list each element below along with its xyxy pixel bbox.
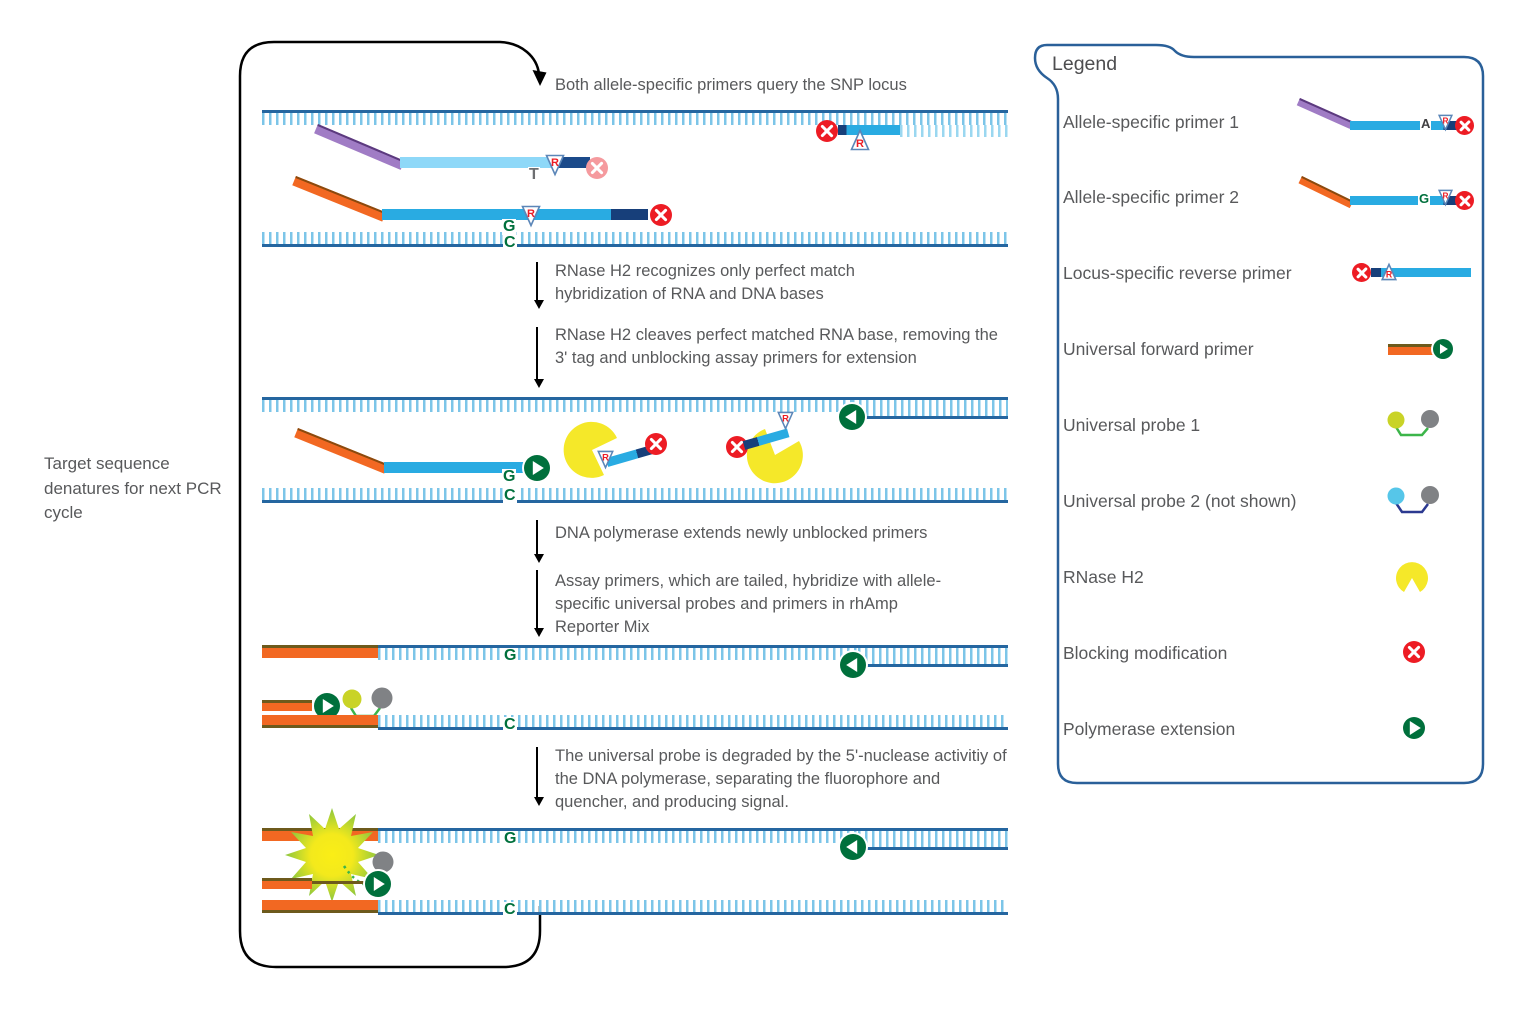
base-g: G	[1418, 191, 1431, 206]
svg-text:R: R	[856, 138, 864, 150]
rna-base-marker-icon: R	[1437, 189, 1454, 207]
step-cleave-label: RNase H2 cleaves perfect matched RNA bas…	[555, 326, 998, 368]
step-hybridize-label: Assay primers, which are tailed, hybridi…	[555, 572, 942, 637]
base-c: C	[503, 901, 517, 918]
universal-probe-1-icon	[1387, 410, 1439, 437]
blocking-modification-icon	[1403, 641, 1425, 663]
dna-strand-top	[378, 828, 858, 843]
dna-strand-bottom	[262, 232, 1008, 247]
universal-tail-extended	[262, 715, 378, 728]
legend-item-label: Universal probe 2 (not shown)	[1063, 491, 1297, 511]
polymerase-extension-icon	[1403, 717, 1425, 739]
double-strand-ladder	[858, 828, 1008, 850]
fluorescent-signal-burst-icon	[285, 808, 379, 902]
double-strand-ladder	[858, 645, 1008, 667]
base-g: G	[502, 218, 517, 235]
unblocked-primer-2	[384, 462, 524, 473]
rna-base-marker-icon: R	[521, 205, 541, 228]
polymerase-extension-icon	[839, 404, 865, 430]
dna-strand-bottom	[378, 900, 1008, 915]
double-strand-ladder	[852, 397, 1008, 419]
universal-forward-primer	[262, 700, 312, 711]
svg-text:R: R	[782, 413, 789, 423]
rnase-h2-icon	[1396, 562, 1428, 594]
legend-item-label: Polymerase extension	[1063, 719, 1236, 739]
polymerase-extension-icon	[365, 871, 391, 897]
locus-specific-reverse-primer-icon	[1371, 268, 1471, 277]
dna-strand-top	[262, 397, 852, 412]
polymerase-extension-icon	[1433, 339, 1453, 359]
step-signal-label: The universal probe is degraded by the 5…	[555, 747, 1007, 812]
base-a: A	[1420, 116, 1432, 131]
legend-item-label: Allele-specific primer 1	[1063, 112, 1240, 132]
step-arrow-5	[533, 747, 544, 806]
universal-tail-extended	[262, 900, 378, 913]
reverse-primer-ticks	[900, 125, 1008, 137]
universal-probe-2-icon	[1387, 486, 1439, 514]
step-recognize-label: RNase H2 recognizes only perfect match h…	[555, 262, 855, 304]
allele-specific-primer-2	[382, 209, 648, 220]
blocking-modification-icon	[1455, 116, 1474, 135]
svg-text:R: R	[1386, 270, 1393, 280]
dna-strand-bottom	[378, 715, 1008, 730]
base-c: C	[503, 487, 517, 504]
rna-base-marker-icon: R	[1380, 262, 1398, 281]
dna-strand-bottom	[262, 488, 1008, 503]
polymerase-extension-icon	[314, 693, 340, 719]
cycle-label: Target sequence denatures for next PCR c…	[44, 454, 222, 523]
polymerase-extension-icon	[840, 834, 866, 860]
legend-title: Legend	[1052, 53, 1118, 75]
blocking-modification-icon	[645, 433, 667, 455]
extended-primer-line	[312, 881, 368, 884]
base-t: T	[528, 166, 540, 183]
rna-base-marker-icon: R	[1437, 114, 1454, 132]
blocking-modification-icon	[726, 436, 748, 458]
dna-strand-top	[378, 645, 858, 660]
blocking-modification-icon	[650, 204, 672, 226]
blocking-modification-icon	[586, 157, 608, 179]
rna-base-marker-icon: R	[850, 128, 870, 151]
rna-base-marker-icon: R	[597, 450, 614, 470]
legend-item-label: Universal forward primer	[1063, 339, 1254, 359]
locus-specific-reverse-primer	[838, 125, 900, 135]
step-arrow-2	[533, 327, 544, 388]
blocking-modification-icon	[816, 120, 838, 142]
allele-specific-primer-2-icon	[1350, 196, 1467, 205]
legend-item-label: Universal probe 1	[1063, 415, 1201, 435]
blocking-modification-icon	[1455, 191, 1474, 210]
legend-item-label: RNase H2	[1063, 567, 1144, 587]
base-g: G	[503, 647, 518, 664]
universal-tail-extended	[262, 645, 378, 658]
step-arrow-4	[533, 570, 544, 637]
svg-text:R: R	[1443, 191, 1449, 200]
step-arrow-1	[533, 262, 544, 309]
legend-item-label: Allele-specific primer 2	[1063, 187, 1240, 207]
allele-specific-primer-1	[400, 157, 590, 168]
polymerase-extension-icon	[840, 652, 866, 678]
step-query-label: Both allele-specific primers query the S…	[555, 76, 907, 94]
svg-text:R: R	[527, 208, 535, 220]
rna-base-marker-icon: R	[777, 411, 794, 431]
svg-text:R: R	[602, 452, 609, 462]
rna-base-marker-icon: R	[545, 154, 565, 177]
blocking-modification-icon	[1352, 263, 1371, 282]
svg-text:R: R	[1443, 116, 1449, 125]
universal-forward-primer	[262, 878, 312, 889]
universal-forward-primer-icon	[1388, 344, 1433, 355]
polymerase-extension-icon	[524, 455, 550, 481]
legend-item-label: Locus-specific reverse primer	[1063, 263, 1292, 283]
base-c: C	[503, 716, 517, 733]
base-c: C	[503, 234, 517, 251]
legend-item-label: Blocking modification	[1063, 643, 1228, 663]
base-g: G	[502, 468, 517, 485]
step-arrow-3	[533, 520, 544, 563]
svg-text:R: R	[551, 157, 559, 169]
base-g: G	[503, 830, 518, 847]
allele-specific-primer-1-icon	[1350, 121, 1467, 130]
step-extend-label: DNA polymerase extends newly unblocked p…	[555, 524, 928, 542]
